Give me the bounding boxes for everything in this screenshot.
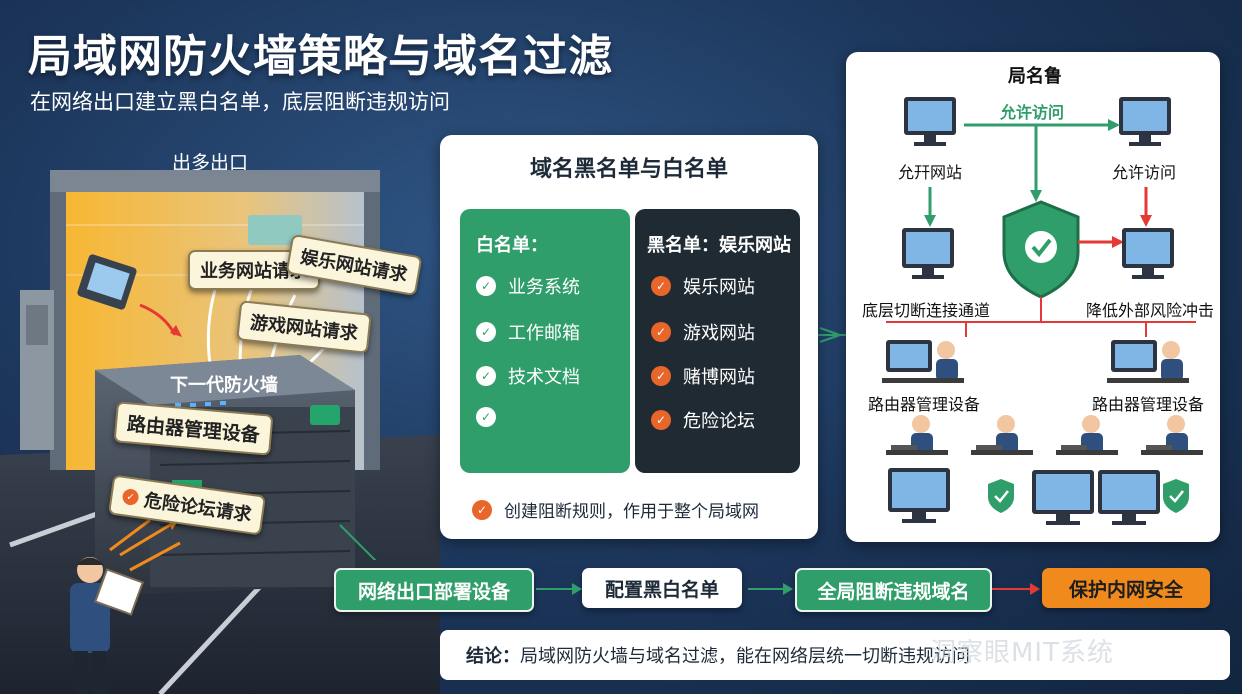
firewall-scene: 业务网站请求 娱乐网站请求 游戏网站请求 下一代防火墙 路由器管理设备 ✓ 危险… xyxy=(0,165,440,694)
blacklist-item: ✓ 娱乐网站 xyxy=(651,273,755,299)
check-icon: ✓ xyxy=(651,410,671,430)
check-icon: ✓ xyxy=(476,322,496,342)
flow-step-block: 全局阻断违规域名 xyxy=(795,568,992,612)
monitor-icon xyxy=(902,228,954,279)
arrow-right-icon xyxy=(1030,583,1040,595)
page-subtitle: 在网络出口建立黑白名单，底层阻断违规访问 xyxy=(30,90,450,114)
check-icon: ✓ xyxy=(476,407,496,427)
flow-step-protect: 保护内网安全 xyxy=(1042,568,1210,608)
flow-step-configure: 配置黑白名单 xyxy=(582,568,742,608)
blacklist-card: 黑名单：娱乐网站 ✓ 娱乐网站 ✓ 游戏网站 ✓ 赌博网站 ✓ 危险论坛 xyxy=(635,209,800,473)
whitelist-item: ✓ xyxy=(476,407,508,427)
monitor-icon xyxy=(904,97,956,146)
reduce-risk-label: 降低外部风险冲击 xyxy=(1086,301,1215,320)
check-icon: ✓ xyxy=(121,488,140,507)
allow-access-top: 允许访问 xyxy=(1000,103,1065,122)
check-icon: ✓ xyxy=(651,322,671,342)
danger-forum-request-label: 危险论坛请求 xyxy=(142,490,253,526)
network-diagram xyxy=(882,97,1203,525)
conclusion-label: 结论： xyxy=(466,646,520,667)
allow-access-right: 允许访问 xyxy=(1112,163,1177,182)
arrow-right-icon xyxy=(783,583,793,595)
whitelist-item: ✓ 技术文档 xyxy=(476,363,580,389)
shield-check-icon xyxy=(1163,479,1189,513)
user-at-desk-icon xyxy=(1141,415,1203,455)
technician-figure xyxy=(70,557,144,694)
cut-channel-label: 底层切断连接通道 xyxy=(862,301,991,320)
block-rule-text: 创建阻断规则，作用于整个局域网 xyxy=(504,502,759,522)
flow-arrows xyxy=(536,583,1040,595)
user-at-desk-icon xyxy=(971,415,1033,455)
whitelist-item: ✓ 业务系统 xyxy=(476,273,580,299)
flow-step-deploy: 网络出口部署设备 xyxy=(334,568,534,612)
whitelist-item: ✓ 工作邮箱 xyxy=(476,319,580,345)
blacklist-item: ✓ 危险论坛 xyxy=(651,407,755,433)
firewall-label: 下一代防火墙 xyxy=(170,375,278,396)
check-icon: ✓ xyxy=(472,499,492,520)
whitelist-title: 白名单： xyxy=(476,235,548,256)
user-at-desk-icon xyxy=(886,415,948,455)
domain-list-panel: 域名黑名单与白名单 白名单： ✓ 业务系统 ✓ 工作邮箱 ✓ 技术文档 ✓ 黑名… xyxy=(440,135,818,539)
monitor-icon xyxy=(1032,470,1094,525)
gateway-label: 出多出口 xyxy=(172,152,249,174)
user-at-desk-icon xyxy=(1107,340,1189,383)
shield-check-icon xyxy=(988,479,1014,513)
whitelist-card: 白名单： ✓ 业务系统 ✓ 工作邮箱 ✓ 技术文档 ✓ xyxy=(460,209,630,473)
check-icon: ✓ xyxy=(476,366,496,386)
router-mgmt-right: 路由器管理设备 xyxy=(1092,395,1205,414)
allowed-site-label: 允幵网站 xyxy=(898,163,963,182)
user-at-desk-icon xyxy=(882,340,964,383)
monitor-icon xyxy=(888,468,950,523)
monitor-icon xyxy=(1119,97,1171,146)
watermark: 洞察眼MIT系统 xyxy=(930,638,1114,668)
check-icon: ✓ xyxy=(476,276,496,296)
network-title: 局名鲁 xyxy=(1008,66,1062,87)
blacklist-title: 黑名单：娱乐网站 xyxy=(647,235,791,256)
page-title: 局域网防火墙策略与域名过滤 xyxy=(28,31,613,82)
monitor-icon xyxy=(1098,470,1160,525)
arrow-right-icon xyxy=(572,583,582,595)
check-icon: ✓ xyxy=(651,366,671,386)
blacklist-item: ✓ 赌博网站 xyxy=(651,363,755,389)
conclusion-text: 局域网防火墙与域名过滤，能在网络层统一切断违规访问 xyxy=(520,646,970,667)
monitor-icon xyxy=(1122,228,1174,279)
check-icon: ✓ xyxy=(651,276,671,296)
network-panel: 局名鲁 允许访问 允幵网站 允许访问 底层切断连接通道 降低外部风险冲击 路由器… xyxy=(846,52,1220,542)
blacklist-item: ✓ 游戏网站 xyxy=(651,319,755,345)
domain-list-title: 域名黑名单与白名单 xyxy=(529,157,728,182)
block-rule: ✓ 创建阻断规则，作用于整个局域网 xyxy=(472,497,759,522)
router-mgmt-left: 路由器管理设备 xyxy=(868,395,981,414)
shield-check-icon xyxy=(1002,200,1080,299)
user-at-desk-icon xyxy=(1056,415,1118,455)
conclusion-bar: 结论： 局域网防火墙与域名过滤，能在网络层统一切断违规访问 xyxy=(440,630,1230,680)
